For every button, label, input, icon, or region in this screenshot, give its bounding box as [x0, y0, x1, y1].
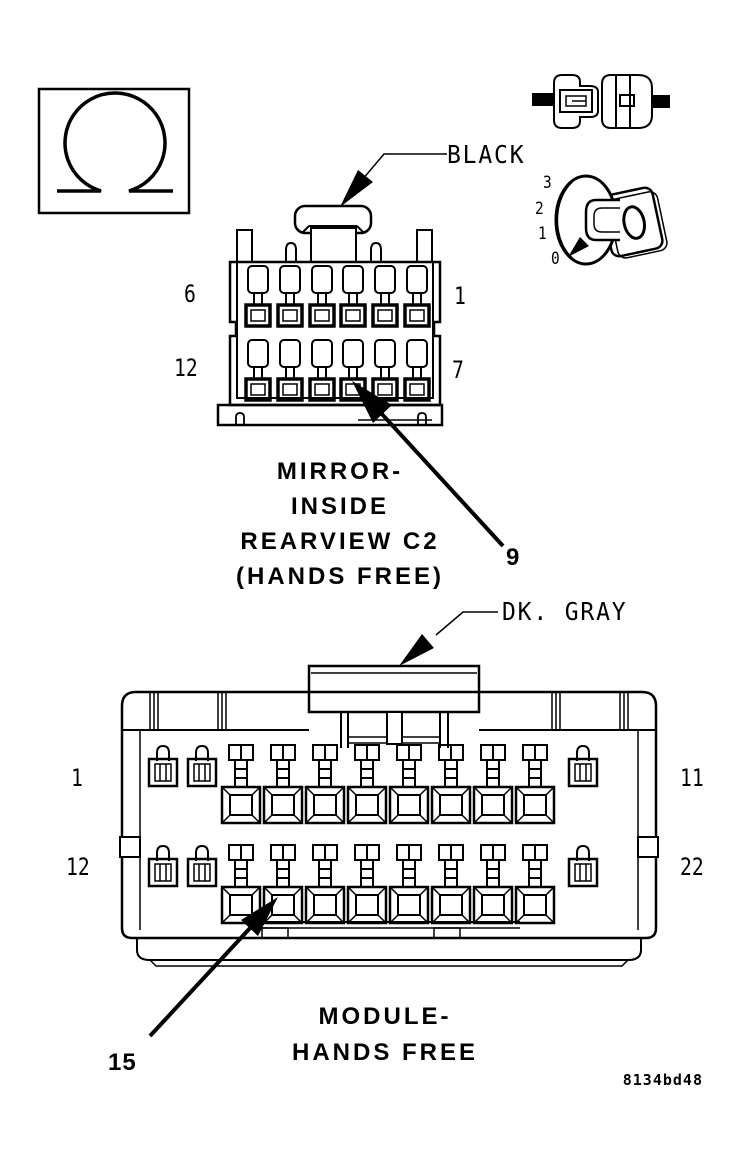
omega-icon — [37, 87, 191, 215]
module-name-block: MODULE- HANDS FREE — [240, 999, 530, 1071]
female-connector-flange — [601, 74, 617, 129]
dial-number-1: 1 — [538, 224, 547, 244]
module-terminals-row1 — [147, 743, 599, 825]
module-pin-label-12: 12 — [66, 853, 90, 881]
module-pin-label-1: 1 — [71, 764, 83, 792]
left-wire-stub — [532, 93, 554, 106]
c2-right-post — [416, 229, 433, 263]
rotation-dial-icon — [554, 174, 668, 266]
module-callout-pin-label: 15 — [108, 1049, 137, 1076]
connector-pair-icon — [532, 74, 670, 129]
connector-c2-drawing — [216, 204, 444, 427]
dial-number-3: 3 — [543, 173, 552, 193]
right-wire-stub — [652, 95, 670, 108]
c2-latch — [285, 204, 382, 263]
module-terminals-row2 — [147, 843, 599, 925]
module-latch — [307, 664, 481, 748]
dial-pointer-icon — [568, 237, 589, 257]
module-left-tab — [119, 836, 141, 858]
module-pin-label-22: 22 — [680, 853, 704, 881]
c2-name-block: MIRROR- INSIDE REARVIEW C2 (HANDS FREE) — [200, 454, 480, 594]
module-pin-label-11: 11 — [680, 764, 704, 792]
module-color-label: DK. GRAY — [502, 597, 628, 626]
dial-number-0: 0 — [551, 249, 560, 269]
connector-module-drawing — [119, 664, 659, 967]
module-name-line1: MODULE- — [318, 1003, 452, 1030]
module-body — [120, 690, 658, 940]
module-base — [136, 921, 642, 967]
c2-callout-pin-label: 9 — [506, 544, 521, 571]
c2-pin-label-12: 12 — [174, 354, 198, 382]
c2-left-post — [236, 229, 253, 263]
c2-name-line4: (HANDS FREE) — [236, 563, 444, 590]
c2-terminals — [244, 264, 431, 402]
c2-pin-label-7: 7 — [452, 356, 464, 384]
c2-name-line2: INSIDE — [290, 493, 389, 520]
figure-id: 8134bd48 — [622, 1071, 703, 1089]
c2-name-line3: REARVIEW C2 — [240, 528, 440, 555]
module-right-tab — [637, 836, 659, 858]
c2-pin-label-1: 1 — [454, 282, 466, 310]
omega-glyph — [57, 91, 173, 193]
c2-color-label: BLACK — [447, 140, 526, 169]
dial-number-2: 2 — [535, 199, 544, 219]
module-name-line2: HANDS FREE — [291, 1039, 478, 1066]
omega-box-border — [37, 87, 191, 215]
dial-slot — [584, 198, 620, 242]
c2-pin-label-6: 6 — [184, 280, 196, 308]
c2-name-line1: MIRROR- — [276, 458, 404, 485]
c2-base — [216, 403, 444, 427]
module-top-ribs — [149, 693, 629, 729]
